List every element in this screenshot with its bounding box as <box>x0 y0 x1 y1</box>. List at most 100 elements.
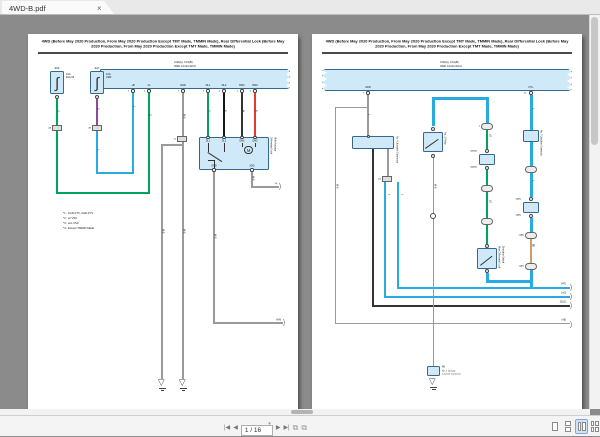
off-page-arrow: ) <box>283 318 286 327</box>
pdf-page-1[interactable]: 4WD (Before May 2020 Production, From Ma… <box>28 34 298 426</box>
page-navigation: |◀ ◀ ▾ ▶ ▶| ⧉ ⧉ <box>224 419 307 437</box>
next-page-button[interactable]: ▶ <box>275 425 281 431</box>
page-layout-controls: 92. <box>550 419 600 434</box>
diagram-label: 4WD (Before May 2020 Production, From Ma… <box>325 39 569 44</box>
diagram-label: AM2 <box>106 75 112 79</box>
diagram-label: 4B <box>442 365 445 369</box>
pin-circle <box>240 89 244 93</box>
two-page-view-icon[interactable] <box>575 419 588 434</box>
pin-circle <box>240 135 244 140</box>
two-page-continuous-view-icon[interactable] <box>589 420 600 433</box>
wire <box>486 97 489 123</box>
diagram-label: 1(A7) <box>518 264 524 268</box>
inline-connector <box>481 185 493 192</box>
diagram-label: 1J <box>173 137 176 140</box>
pin-circle <box>95 95 99 99</box>
diagram-label: Differential Lock <box>269 137 273 155</box>
diagram-label: W-B <box>251 176 255 181</box>
wire <box>486 130 489 149</box>
diagram-label: 2 <box>143 89 145 92</box>
wire <box>486 280 533 283</box>
pin-circle <box>485 165 490 170</box>
wire <box>530 142 533 166</box>
wire <box>207 143 209 152</box>
diagram-label: ECU-B <box>66 75 75 79</box>
diagram-label: 2A <box>47 126 51 129</box>
wire <box>335 107 337 324</box>
last-page-button[interactable]: ▶| <box>283 425 290 431</box>
document-tab[interactable]: 4WD-B.pdf × <box>2 1 114 14</box>
diagram-label: 2020 Production, From May 2020 Productio… <box>375 44 519 49</box>
ground-symbol: ▽ <box>178 378 187 391</box>
pin-circle <box>366 135 370 138</box>
component-box <box>523 130 539 142</box>
diagram-label: E47 <box>94 66 100 70</box>
single-page-view-icon[interactable] <box>550 420 561 433</box>
diagram-label: ADD <box>249 164 255 167</box>
wire <box>383 295 571 299</box>
diagram-label: ADD <box>365 85 371 89</box>
wire <box>96 131 98 174</box>
pin-circle <box>431 153 436 158</box>
first-page-button[interactable]: |◀ <box>224 425 231 431</box>
horizontal-scrollbar-thumb[interactable] <box>291 410 313 414</box>
pin-circle <box>253 89 257 93</box>
pin-circle <box>131 89 135 93</box>
diagram-label: GND <box>211 164 217 167</box>
diagram-label: LG <box>488 134 492 138</box>
diagram-label: LG <box>488 200 492 204</box>
diagram-label: B <box>223 110 227 112</box>
page-spinner-icon[interactable]: ▾ <box>268 421 271 427</box>
wire <box>223 143 225 152</box>
wire <box>530 95 533 130</box>
wire <box>56 99 58 125</box>
wire <box>432 97 435 126</box>
off-page-arrow: ) <box>570 283 573 292</box>
diagram-label: No. 4 Junction Connector <box>395 136 399 164</box>
diagram-label: 6 <box>249 89 251 92</box>
inline-connector <box>525 166 537 173</box>
diagram-label: DL1 <box>205 139 211 143</box>
diagram-label: IG <box>147 83 151 87</box>
wire <box>367 107 369 136</box>
diagram-label: W-B <box>182 229 186 234</box>
diagram-label: *2 : w/ VSC <box>63 216 78 220</box>
tab-close-icon[interactable]: × <box>97 3 102 13</box>
continuous-view-icon[interactable] <box>563 420 574 433</box>
diagram-label: DL2 <box>221 139 227 143</box>
vertical-scrollbar-thumb[interactable] <box>591 17 598 145</box>
next-view-icon[interactable]: ⧉ <box>301 423 308 432</box>
previous-view-icon[interactable]: ⧉ <box>292 423 299 432</box>
diagram-label: C40(A), C41(B) <box>440 60 459 64</box>
diagram-label: (HT) <box>561 282 566 285</box>
previous-page-button[interactable]: ◀ <box>233 425 238 431</box>
diagram-label: BE <box>531 244 535 248</box>
pin-circle <box>206 135 210 140</box>
diagram-label: 10A <box>106 72 111 76</box>
horizontal-scrollbar[interactable] <box>0 409 590 415</box>
diagram-label: C40(A), C41(B) <box>174 60 193 64</box>
diagram-label: L <box>531 108 535 110</box>
diagram-label: DL1 <box>205 83 211 87</box>
pin-circle <box>430 213 437 219</box>
component-box <box>479 154 495 165</box>
wire <box>161 144 183 146</box>
wire <box>530 173 533 197</box>
diagram-label: L <box>531 180 535 182</box>
diagram-label: No. 2 Junction Connector <box>539 130 543 156</box>
pdf-page-2[interactable]: 4WD (Before May 2020 Production, From Ma… <box>312 34 582 426</box>
off-page-arrow: ) <box>570 319 573 328</box>
wire <box>251 186 279 188</box>
wire <box>223 93 225 137</box>
diagram-label: 4(A46) <box>469 165 477 169</box>
diagram-label: W-B <box>335 184 339 189</box>
pin-circle <box>212 168 216 172</box>
connector <box>92 125 102 131</box>
diagram-label: (+B) <box>561 318 566 322</box>
pin-circle <box>529 213 534 218</box>
diagram-label: L <box>96 149 100 151</box>
diagram-label: 3 <box>202 89 204 92</box>
pin-circle <box>222 135 226 140</box>
off-page-arrow: ) <box>279 182 282 191</box>
vertical-scrollbar[interactable] <box>589 14 600 409</box>
